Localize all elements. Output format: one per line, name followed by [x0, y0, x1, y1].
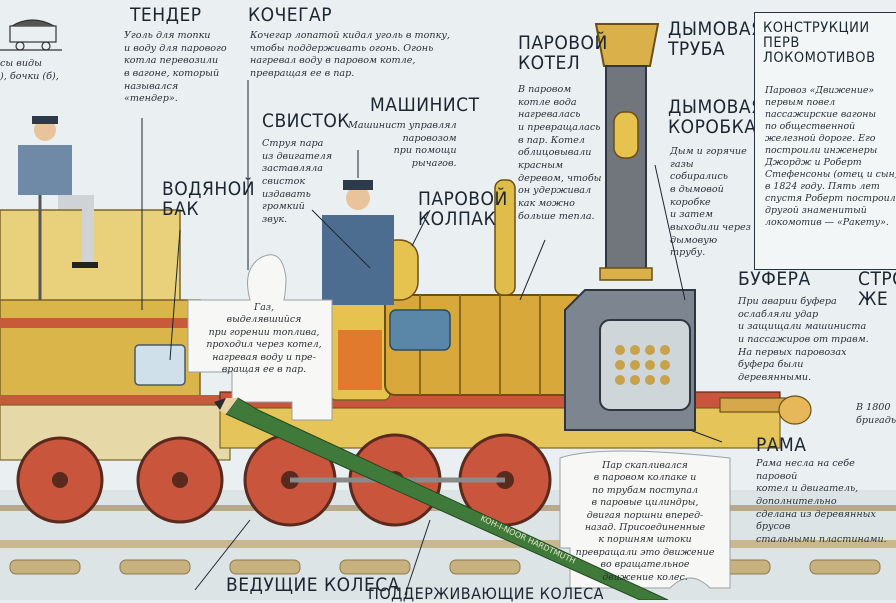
text-tender: Уголь для топки и воду для парового котл…: [124, 30, 227, 105]
label-tender: ТЕНДЕР: [130, 4, 202, 26]
buffers: [719, 395, 812, 425]
smokebox: [564, 289, 696, 431]
label-smokebox: ДЫМОВАЯ КОРОБКА: [668, 96, 764, 138]
flap-gas-text: Газ, выделявшийся при горении топлива, п…: [206, 302, 322, 376]
text-buffers: При аварии буфера ослабляли удар и защищ…: [738, 296, 869, 383]
label-driving-wheels: ВЕДУЩИЕ КОЛЕСА: [226, 574, 400, 596]
label-frame: РАМА: [756, 434, 807, 456]
info-box: КОНСТРУКЦИИ ПЕРВ ЛОКОМОТИВОВ Паровоз «Дв…: [754, 12, 896, 270]
top-left-fragment: сы виды ), бочки (б),: [0, 58, 59, 82]
text-whistle: Струя пара из двигателя заставляла свист…: [262, 138, 333, 225]
mini-wagon-icon: [0, 19, 62, 51]
chimney: [594, 23, 660, 281]
label-steam-dome: ПАРОВОЙ КОЛПАК: [418, 188, 508, 230]
label-chimney: ДЫМОВАЯ ТРУБА: [668, 18, 764, 60]
tender-wheels: [16, 436, 224, 524]
firebox: [329, 299, 391, 401]
label-water-tank: ВОДЯНОЙ БАК: [162, 178, 256, 220]
stoker-figure: [18, 116, 98, 268]
label-carrying-wheels: ПОДДЕРЖИВАЮЩИЕ КОЛЕСА: [368, 584, 605, 603]
safety-valve: [494, 179, 516, 296]
flap-steam-card: [559, 450, 731, 589]
cylinder: [389, 309, 451, 351]
text-driver: Машинист управлял паровозом при помощи р…: [348, 120, 457, 169]
label-stoker: КОЧЕГАР: [248, 4, 333, 26]
info-box-title: КОНСТРУКЦИИ ПЕРВ ЛОКОМОТИВОВ: [763, 20, 876, 67]
info-box-body: Паровоз «Движение» первым повел пассажир…: [765, 85, 896, 229]
text-stoker: Кочегар лопатой кидал уголь в топку, что…: [250, 30, 450, 79]
text-construction-fragment: В 1800 бригады: [856, 402, 896, 426]
flap-gas-card: [187, 254, 333, 421]
leader-lines: [141, 80, 723, 596]
flap-steam-text: Пар скапливался в паровом колпаке и по т…: [575, 460, 715, 583]
boiler: [384, 294, 586, 396]
text-frame: Рама несла на себе паровой котел и двига…: [756, 458, 887, 545]
text-boiler: В паровом котле вода нагревалась и превр…: [518, 84, 602, 222]
water-tank: [134, 344, 186, 386]
text-smokebox: Дым и горячие газы собирались в дымовой …: [670, 146, 751, 259]
label-boiler: ПАРОВОЙ КОТЕЛ: [518, 32, 608, 74]
label-driver: МАШИНИСТ: [370, 94, 480, 116]
label-construction: СТРОИ ЖЕ: [858, 268, 896, 310]
label-whistle: СВИСТОК: [262, 110, 350, 132]
label-buffers: БУФЕРА: [738, 268, 811, 290]
